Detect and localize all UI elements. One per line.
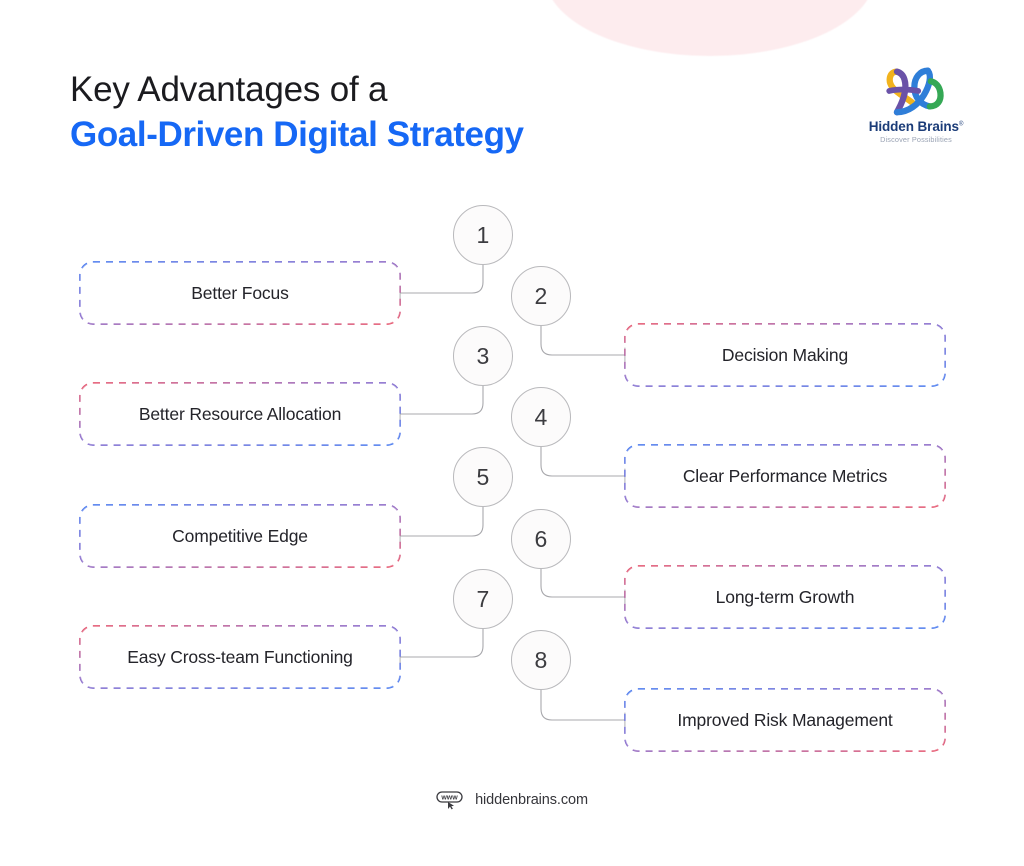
advantage-label: Easy Cross-team Functioning (127, 646, 353, 667)
connector-line (399, 385, 484, 415)
step-number-circle-5[interactable]: 5 (453, 447, 513, 507)
logo-name: Hidden Brains® (866, 119, 966, 134)
step-number-circle-2[interactable]: 2 (511, 266, 571, 326)
logo-name-text: Hidden Brains (868, 119, 959, 134)
advantage-item-1[interactable]: Better Focus (80, 262, 400, 324)
node-box-border (624, 444, 946, 508)
connector-line (540, 568, 626, 598)
advantage-label: Long-term Growth (715, 586, 855, 607)
registered-mark: ® (958, 121, 964, 128)
node-box-border (79, 504, 401, 568)
step-number-circle-4[interactable]: 4 (511, 387, 571, 447)
node-fill (625, 445, 945, 507)
connector-line (540, 689, 626, 721)
node-box-border (624, 688, 946, 752)
brand-logo[interactable]: Hidden Brains® Discover Possibilities (866, 62, 966, 144)
svg-text:www: www (440, 795, 458, 802)
node-fill (80, 626, 400, 688)
advantage-label: Better Resource Allocation (138, 403, 342, 424)
advantage-item-3[interactable]: Better Resource Allocation (80, 383, 400, 445)
footer: www hiddenbrains.com (0, 790, 1024, 810)
node-box-border (79, 625, 401, 689)
title-line-2: Goal-Driven Digital Strategy (70, 114, 524, 154)
node-fill (625, 566, 945, 628)
logo-tagline: Discover Possibilities (880, 135, 952, 144)
advantage-item-5[interactable]: Competitive Edge (80, 505, 400, 567)
title-line-1: Key Advantages of a (70, 70, 388, 109)
step-number-circle-7[interactable]: 7 (453, 569, 513, 629)
advantage-item-4[interactable]: Clear Performance Metrics (625, 445, 945, 507)
advantage-item-8[interactable]: Improved Risk Management (625, 689, 945, 751)
node-fill (625, 324, 945, 386)
step-number-circle-6[interactable]: 6 (511, 509, 571, 569)
node-box-border (624, 323, 946, 387)
page-title: Key Advantages of a Goal-Driven Digital … (70, 68, 524, 158)
connector-line (399, 506, 484, 537)
advantage-label: Competitive Edge (172, 525, 308, 546)
node-fill (80, 505, 400, 567)
step-number-circle-1[interactable]: 1 (453, 205, 513, 265)
advantage-item-6[interactable]: Long-term Growth (625, 566, 945, 628)
connector-line (540, 446, 626, 477)
www-browser-cursor-icon: www (436, 791, 463, 810)
connector-line (540, 325, 626, 356)
node-fill (80, 383, 400, 445)
advantage-label: Decision Making (721, 344, 849, 365)
advantage-label: Improved Risk Management (677, 709, 893, 730)
step-number-circle-8[interactable]: 8 (511, 630, 571, 690)
advantage-label: Clear Performance Metrics (682, 465, 888, 486)
node-box-border (79, 382, 401, 446)
node-box-border (79, 261, 401, 325)
connector-line (399, 264, 484, 294)
node-fill (80, 262, 400, 324)
step-number-circle-3[interactable]: 3 (453, 326, 513, 386)
advantage-item-2[interactable]: Decision Making (625, 324, 945, 386)
node-fill (625, 689, 945, 751)
node-box-border (624, 565, 946, 629)
hidden-brains-h-monogram-icon (886, 67, 944, 116)
footer-website[interactable]: hiddenbrains.com (475, 792, 588, 808)
advantage-label: Better Focus (191, 282, 289, 303)
connector-line (399, 628, 484, 658)
advantage-item-7[interactable]: Easy Cross-team Functioning (80, 626, 400, 688)
